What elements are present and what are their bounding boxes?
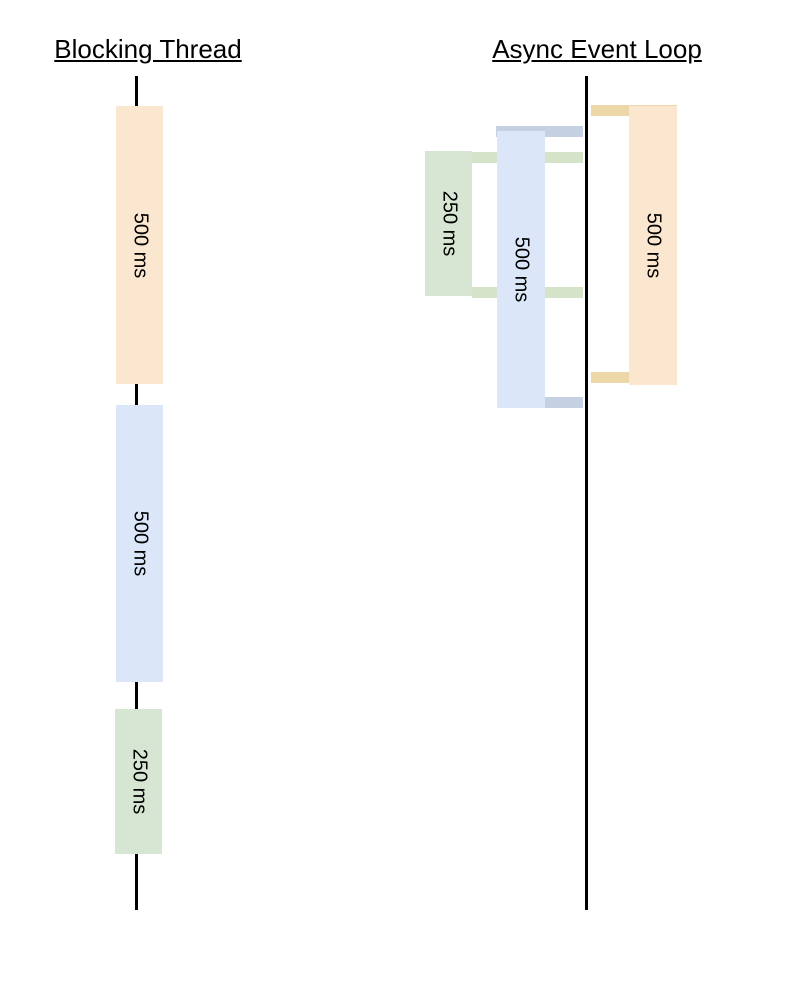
task-label: 500 ms <box>129 510 151 577</box>
async-timeline <box>585 76 588 910</box>
async-task-green: 250 ms <box>425 151 472 296</box>
task-label: 250 ms <box>438 190 460 257</box>
task-label: 250 ms <box>128 748 150 815</box>
blocking-task-3: 250 ms <box>115 709 162 854</box>
async-task-blue: 500 ms <box>497 131 545 408</box>
blue-end-connector <box>545 397 583 408</box>
async-event-loop-title: Async Event Loop <box>492 34 702 64</box>
blocking-thread-title: Blocking Thread <box>54 34 242 64</box>
task-label: 500 ms <box>510 236 533 303</box>
blocking-task-2: 500 ms <box>116 405 163 682</box>
async-task-orange: 500 ms <box>629 106 677 385</box>
task-label: 500 ms <box>129 212 151 278</box>
blocking-task-1: 500 ms <box>116 106 163 384</box>
task-label: 500 ms <box>642 212 665 279</box>
